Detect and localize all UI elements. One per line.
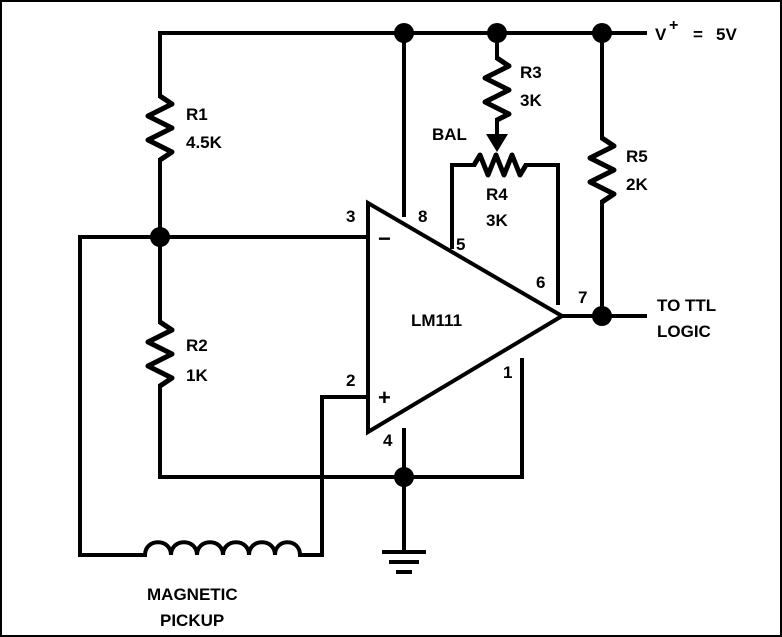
pin-5-label: 5	[456, 235, 465, 254]
pin-2-label: 2	[346, 371, 355, 390]
r2-name-label: R2	[186, 336, 208, 355]
r1-value-label: 4.5K	[186, 133, 223, 152]
pickup-label-line1: MAGNETIC	[147, 585, 238, 604]
supply-equals-label: =	[693, 25, 703, 44]
ground-icon	[382, 550, 426, 574]
junction-dot	[394, 23, 414, 43]
pin-4-label: 4	[383, 431, 393, 450]
r2-resistor	[145, 319, 175, 389]
r5-value-label: 2K	[626, 175, 648, 194]
bal-label: BAL	[432, 125, 467, 144]
supply-value-label: 5V	[716, 25, 737, 44]
r4-value-label: 3K	[486, 211, 508, 230]
magnetic-pickup-coil-icon	[143, 540, 302, 556]
supply-v-label: V	[655, 25, 667, 44]
r5-name-label: R5	[626, 147, 648, 166]
r3-name-label: R3	[520, 63, 542, 82]
wiper-arrow-icon	[486, 134, 508, 152]
r3-value-label: 3K	[520, 91, 542, 110]
pin-1-label: 1	[503, 363, 512, 382]
pin-6-label: 6	[536, 273, 545, 292]
r1-resistor	[145, 93, 175, 163]
ic-name-label: LM111	[411, 311, 462, 330]
pin-8-label: 8	[418, 207, 427, 226]
r3-resistor	[482, 55, 512, 123]
output-label-line1: TO TTL	[657, 296, 716, 315]
lm111-comparator	[366, 199, 566, 436]
r5-resistor	[587, 135, 617, 205]
r4-name-label: R4	[486, 185, 508, 204]
junction-dot	[487, 23, 507, 43]
junction-dot	[150, 227, 170, 247]
junction-dot	[592, 306, 612, 326]
pin-7-label: 7	[578, 288, 587, 307]
junction-dot	[592, 23, 612, 43]
r1-name-label: R1	[186, 105, 208, 124]
r2-value-label: 1K	[186, 366, 208, 385]
noninverting-input-sign: +	[378, 385, 391, 410]
pickup-label-line2: PICKUP	[160, 611, 224, 630]
junction-dot	[394, 467, 414, 487]
inverting-input-sign: −	[378, 226, 391, 251]
r4-potentiometer	[471, 152, 529, 178]
output-label-line2: LOGIC	[657, 322, 711, 341]
supply-plus-label: +	[669, 17, 678, 34]
pin-3-label: 3	[346, 207, 355, 226]
